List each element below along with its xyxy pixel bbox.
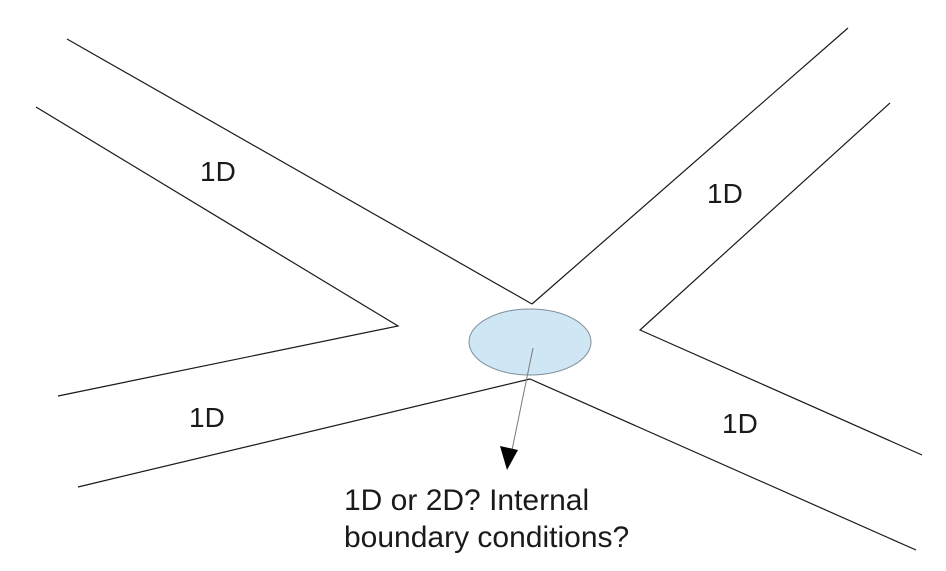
junction-region bbox=[468, 308, 592, 376]
lower-left-1d-label: 1D bbox=[189, 402, 225, 433]
lower-right-channel-edge bbox=[529, 378, 917, 551]
lower-right-1d-label: 1D bbox=[722, 408, 758, 439]
upper-left-channel-outer-edge bbox=[66, 38, 533, 305]
upper-left-channel-inner-edge bbox=[35, 106, 400, 397]
right-channel-inner-edge bbox=[638, 102, 923, 456]
upper-left-1d-label: 1D bbox=[200, 156, 236, 187]
upper-right-channel-edge bbox=[531, 27, 849, 305]
arrow-shaft bbox=[511, 347, 534, 451]
annotation-line-2: boundary conditions? bbox=[344, 521, 630, 554]
upper-right-1d-label: 1D bbox=[707, 178, 743, 209]
lower-left-channel-edge bbox=[77, 378, 531, 488]
arrow-head bbox=[500, 446, 518, 470]
channel-boundaries bbox=[35, 27, 923, 551]
annotation-line-1: 1D or 2D? Internal bbox=[344, 484, 590, 517]
annotation-arrow bbox=[500, 347, 534, 470]
boundary-conditions-question: 1D or 2D? Internal boundary conditions? bbox=[344, 482, 629, 556]
